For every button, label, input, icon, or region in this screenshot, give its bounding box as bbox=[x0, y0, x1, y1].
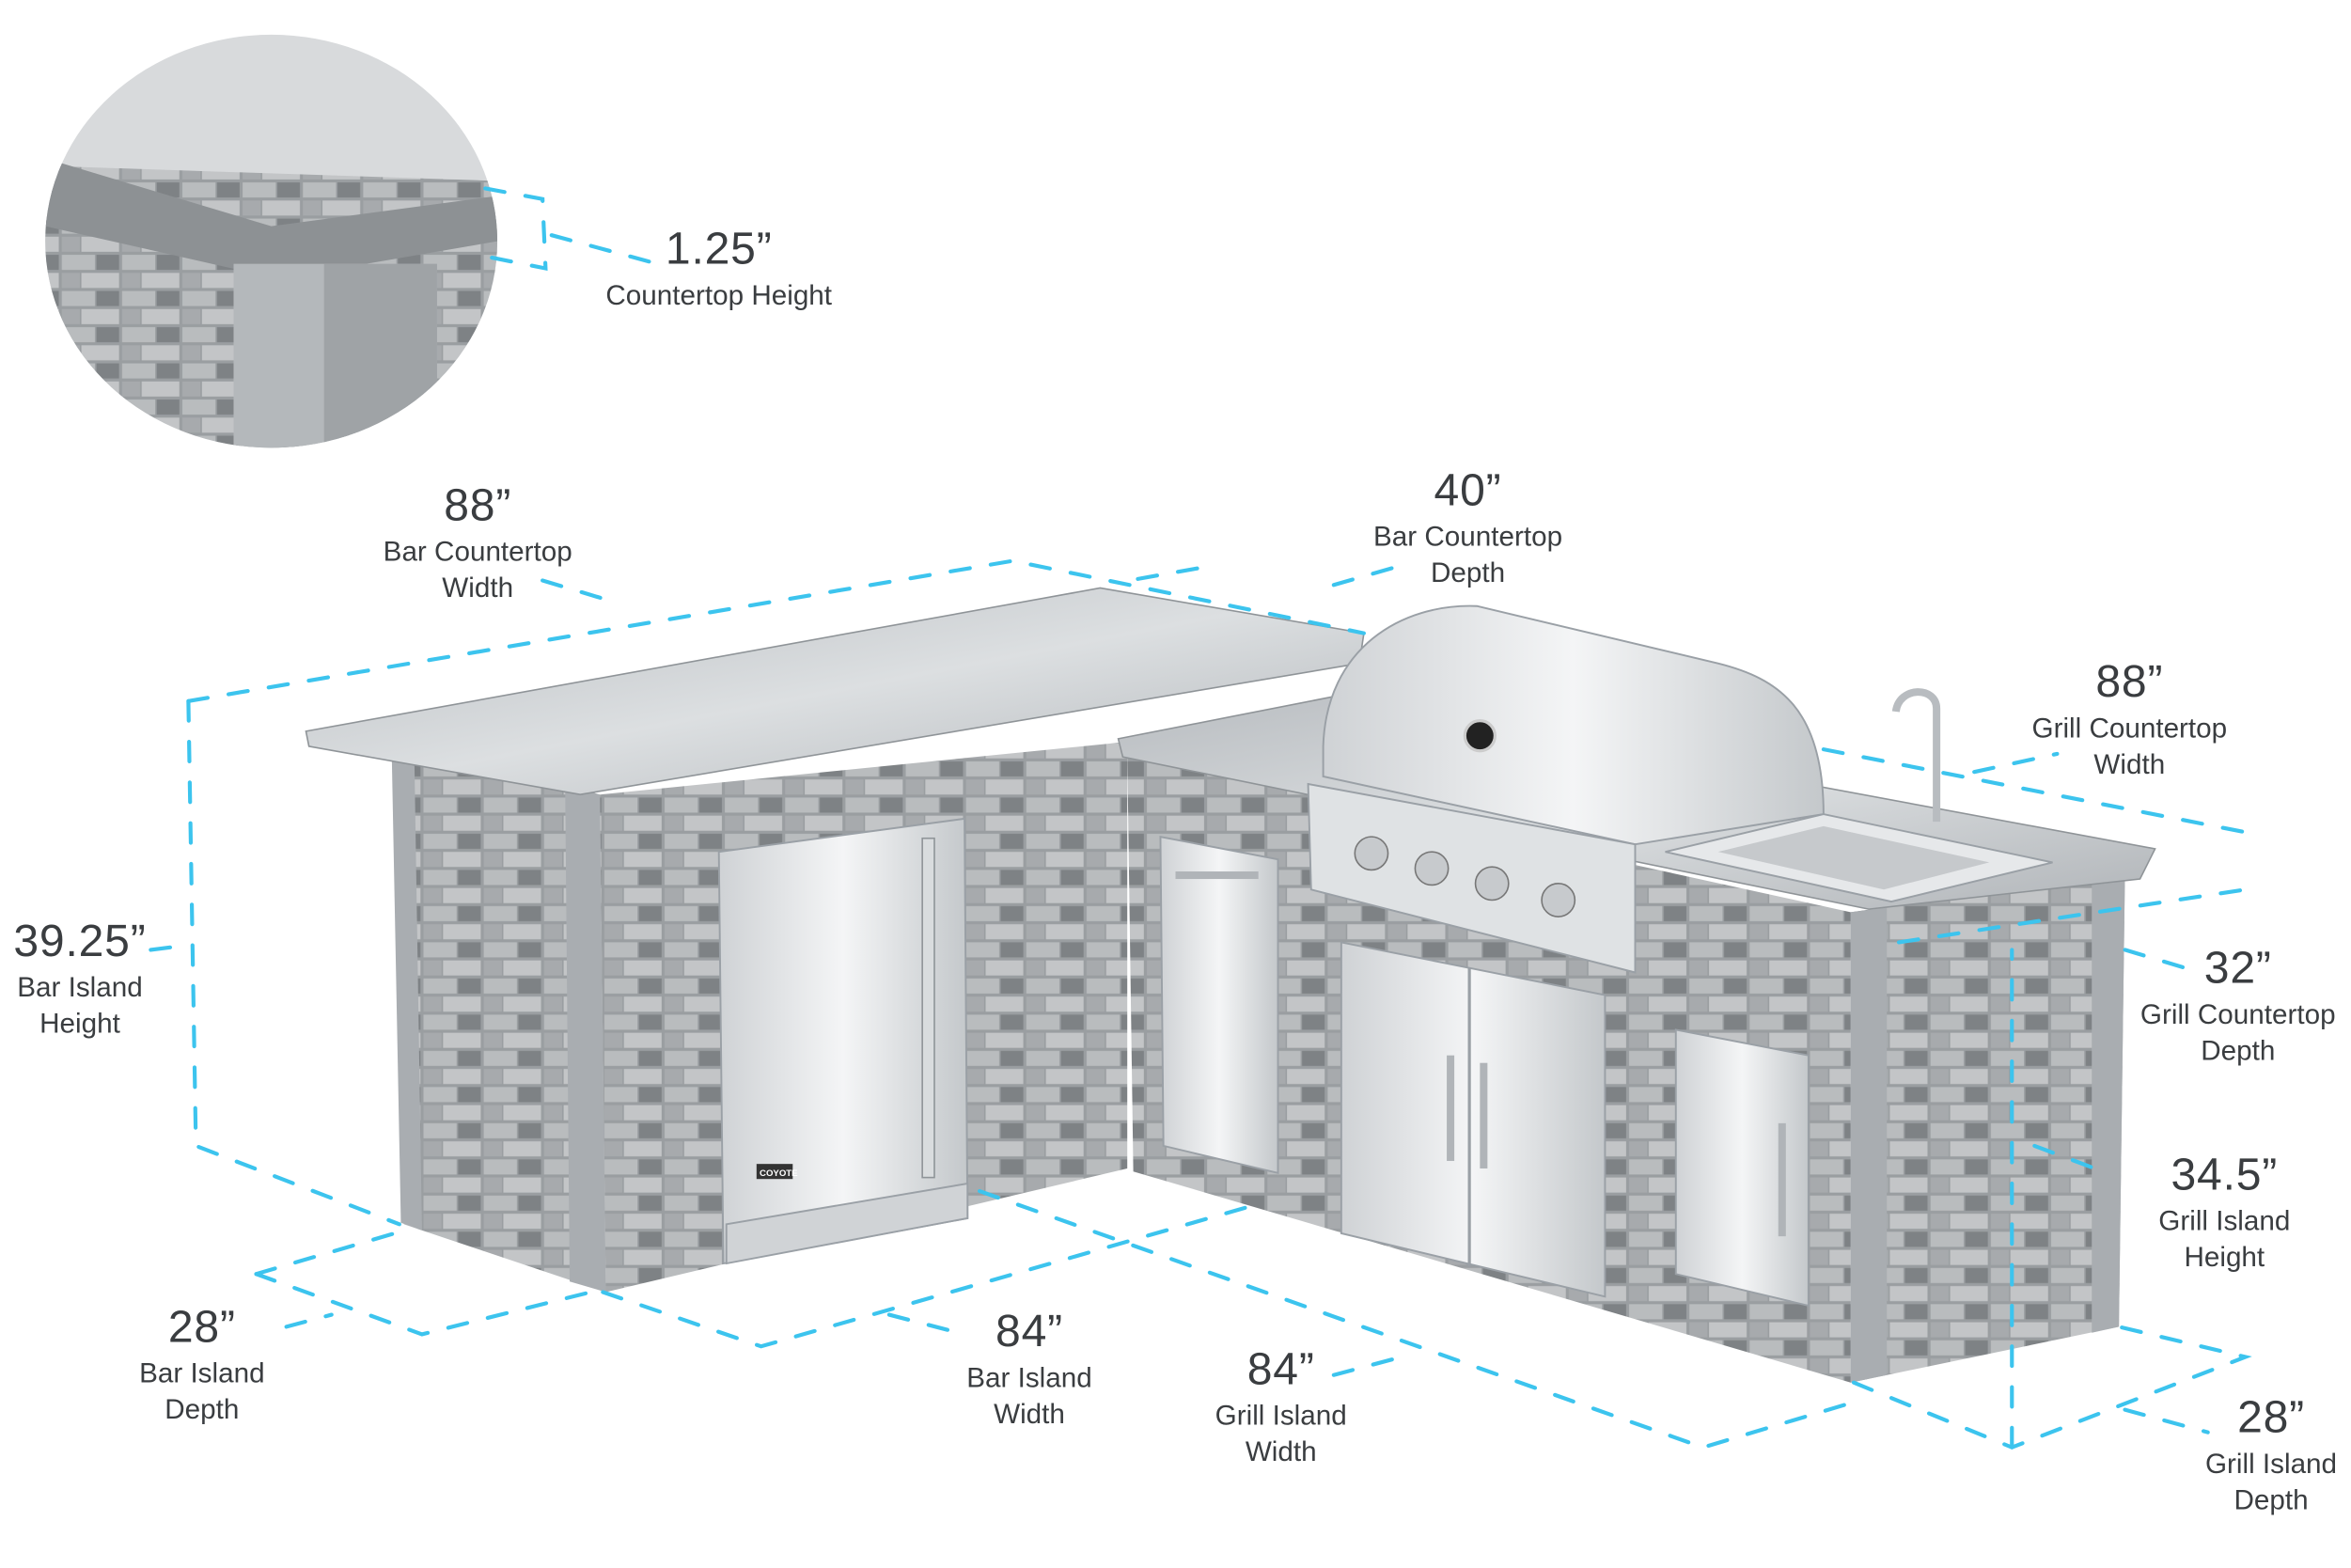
control-knob bbox=[1414, 851, 1450, 886]
dimension-caption: Bar Countertop bbox=[384, 537, 572, 568]
grill-trim-post-end bbox=[2092, 874, 2125, 1333]
dimension-line bbox=[886, 1312, 967, 1337]
dimension-line bbox=[149, 943, 189, 952]
bar-island-side-wall bbox=[395, 760, 606, 1293]
built-in-grill bbox=[1307, 604, 1825, 974]
access-drawer bbox=[1159, 835, 1279, 1175]
dimension-value: 39.25” bbox=[13, 916, 146, 966]
dimension-caption: Width bbox=[1246, 1436, 1317, 1467]
dimension-value: 84” bbox=[1247, 1343, 1315, 1394]
dimension-caption: Grill Countertop bbox=[2032, 713, 2228, 744]
dimension-line bbox=[541, 578, 620, 605]
dimension-line bbox=[1136, 564, 1208, 581]
dimension-caption: Height bbox=[2184, 1242, 2265, 1273]
dimension-caption: Depth bbox=[2201, 1035, 2275, 1066]
dimension-caption: Width bbox=[442, 572, 513, 604]
control-knob bbox=[1541, 883, 1576, 917]
dimension-caption: Grill Island bbox=[2158, 1206, 2290, 1237]
dimension-caption: Height bbox=[39, 1009, 120, 1040]
dimension-line bbox=[254, 1272, 605, 1337]
dimension-value: 32” bbox=[2204, 943, 2272, 994]
control-knob bbox=[1474, 866, 1510, 902]
dimension-caption: Bar Island bbox=[966, 1363, 1092, 1394]
dimension-line bbox=[2123, 948, 2202, 975]
control-knob bbox=[1354, 836, 1389, 871]
dimension-line bbox=[1896, 887, 2248, 945]
countertop-edge-detail-inset bbox=[45, 34, 498, 448]
dimension-value: 1.25” bbox=[666, 224, 773, 274]
beverage-refrigerator: COYOTE bbox=[717, 817, 969, 1265]
bar-island: COYOTE bbox=[305, 587, 1365, 1293]
double-access-doors bbox=[1340, 941, 1607, 1298]
dimension-value: 88” bbox=[2095, 656, 2163, 707]
single-access-door bbox=[1674, 1028, 1810, 1308]
dimension-caption: Grill Island bbox=[2205, 1449, 2337, 1480]
dimension-caption: Grill Countertop bbox=[2140, 999, 2336, 1030]
dimension-line bbox=[483, 186, 548, 272]
grill-trim-post bbox=[1850, 907, 1888, 1383]
grill-hood bbox=[1322, 604, 1825, 846]
dimension-caption: Depth bbox=[165, 1394, 239, 1425]
dimension-line bbox=[1331, 563, 1404, 588]
sink bbox=[1665, 688, 2053, 903]
grill-island bbox=[1117, 604, 2156, 1383]
dimension-value: 28” bbox=[168, 1301, 236, 1352]
dimension-line bbox=[1331, 1355, 1404, 1377]
dimension-line bbox=[2032, 1143, 2097, 1171]
dimension-caption: Width bbox=[2093, 749, 2165, 780]
dimension-caption: Bar Island bbox=[139, 1358, 265, 1389]
dimension-line bbox=[549, 233, 666, 268]
dimension-line bbox=[284, 1312, 334, 1329]
dimension-caption: Bar Island bbox=[17, 972, 143, 1003]
dimension-caption: Bar Countertop bbox=[1373, 522, 1562, 553]
dimension-value: 40” bbox=[1434, 464, 1502, 515]
dimension-caption: Grill Island bbox=[1215, 1401, 1347, 1432]
brand-logo: COYOTE bbox=[760, 1168, 798, 1179]
dimension-lines bbox=[149, 186, 2252, 1450]
dimension-line bbox=[254, 1231, 398, 1277]
dimension-line bbox=[1851, 1325, 2252, 1450]
grill-island-end-wall bbox=[1850, 874, 2125, 1383]
dimension-line bbox=[186, 698, 401, 1227]
grill-control-panel bbox=[1307, 782, 1637, 974]
dimension-value: 88” bbox=[444, 479, 511, 530]
dimension-line bbox=[186, 558, 1366, 703]
dimension-caption: Width bbox=[994, 1399, 1065, 1430]
dimension-labels: 1.25” Countertop Height 88” Bar CountertopW… bbox=[13, 224, 2337, 1516]
dimension-line bbox=[2123, 1407, 2210, 1435]
dimension-caption: Depth bbox=[2233, 1484, 2308, 1515]
dimension-line bbox=[1821, 747, 2248, 835]
thermometer-gauge-icon bbox=[1463, 719, 1497, 753]
dimension-line bbox=[601, 1203, 1253, 1349]
dimension-line bbox=[977, 1188, 1857, 1450]
bar-trim-post bbox=[565, 784, 606, 1293]
dimension-line bbox=[1972, 751, 2060, 775]
bar-trim-post-left bbox=[391, 758, 422, 1231]
dimension-label-countertop-height: 1.25” Countertop Height bbox=[605, 224, 832, 311]
dimension-value: 84” bbox=[995, 1306, 1063, 1356]
faucet bbox=[1891, 688, 1941, 823]
dimension-caption: Countertop Height bbox=[605, 280, 832, 311]
dimension-value: 28” bbox=[2237, 1392, 2305, 1443]
dimension-caption: Depth bbox=[1431, 557, 1505, 588]
dimension-value: 34.5” bbox=[2171, 1149, 2279, 1200]
